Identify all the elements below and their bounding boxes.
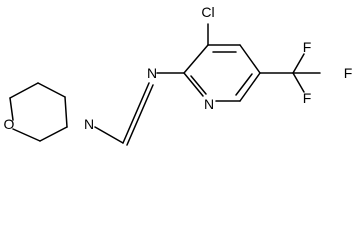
fluorine-label-3: F [303, 90, 312, 106]
bond-morph-c4-o [12, 128, 41, 142]
substituents [207, 23, 321, 93]
morpholine-ring [9, 82, 68, 142]
bond-morph-c1-c2 [9, 82, 39, 99]
bond-morph-o-c1 [9, 97, 14, 121]
bond-ch-imine-n-1 [122, 82, 150, 144]
bond-morph-n-c3 [64, 96, 68, 128]
bond-pyr-c2-n-inner [190, 75, 207, 95]
bond-pyr-c5-c6 [239, 72, 261, 102]
fluorine-label-1: F [303, 39, 312, 55]
chlorine-label: Cl [201, 4, 214, 20]
morpholine-nitrogen-label: N [84, 116, 94, 132]
pyridine-ring [183, 44, 261, 102]
bond-morph-c2-n [37, 82, 66, 98]
bond-pyr-c4-c5 [239, 44, 261, 74]
amidine-linker [94, 72, 185, 146]
bond-pyr-c5-c6-inner [235, 73, 253, 96]
bond-cf3-f1 [292, 53, 305, 74]
bond-pyr-n-c2 [183, 72, 204, 97]
fluorine-label-2: F [344, 65, 353, 81]
imine-nitrogen-label: N [147, 65, 157, 81]
morpholine-oxygen-label: O [4, 116, 15, 132]
chemical-structure: Cl N N O N F F F [4, 4, 353, 146]
bond-morph-c3-c4 [39, 126, 68, 142]
bond-pyr-c2-c3 [183, 44, 209, 74]
bond-cf3-f3 [292, 72, 305, 93]
ring-nitrogen-label: N [204, 96, 214, 112]
bond-ch-imine-n-2 [126, 84, 154, 146]
bond-morph-n-ch [94, 126, 124, 144]
